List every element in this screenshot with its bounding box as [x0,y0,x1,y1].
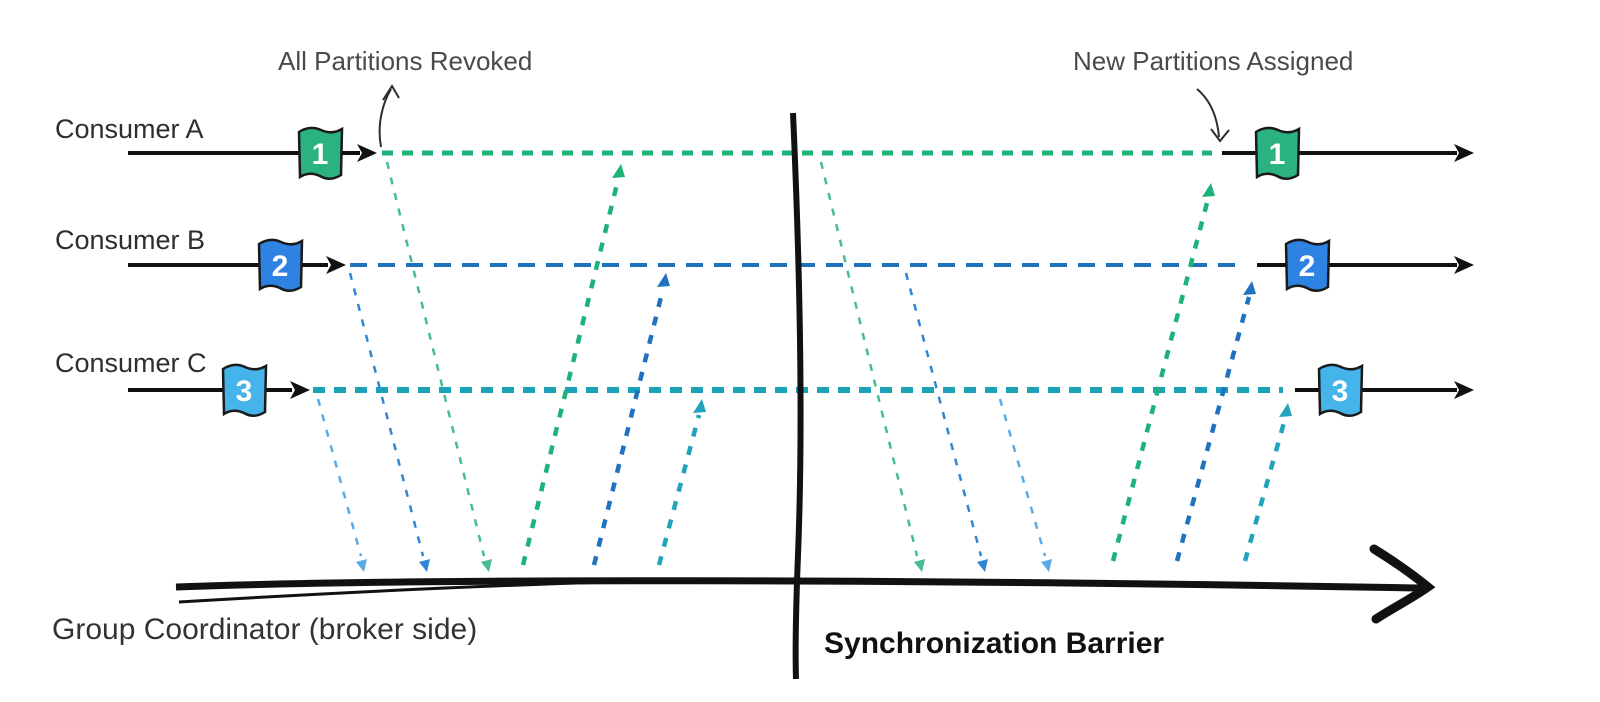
sync-barrier-line [790,112,804,680]
sync-requests-right [819,161,1052,572]
consumer-b-row: Consumer B 2 2 [55,225,1474,292]
consumer-a-row: Consumer A 1 1 [55,114,1474,180]
revoked-annotation-arrow [378,88,392,148]
consumer-b-sync-line [904,272,983,557]
consumer-b-request-arrowhead [419,559,430,572]
consumer-c-assign-line [1242,418,1288,562]
consumer-a-request-line [385,161,486,557]
consumer-b-request-line [348,272,425,557]
consumer-a-response-arrowhead [612,164,625,178]
consumer-a-partition-badge-after [1254,126,1301,180]
consumer-c-response-arrowhead [693,399,706,413]
consumer-c-response-line [656,414,702,566]
consumer-b-arrowhead-after [1454,256,1474,274]
sync-barrier-label: Synchronization Barrier [824,627,1164,660]
consumer-c-request-arrowhead [356,559,367,572]
consumer-a-sync-arrowhead [914,559,925,572]
consumer-a-sync-line [819,161,919,557]
consumer-c-partition-badge-before [221,363,268,417]
consumer-a-partition-number-after: 1 [1269,138,1286,171]
consumer-c-arrowhead-after [1454,381,1474,399]
consumer-c-row: Consumer C 3 3 [55,348,1474,417]
consumer-b-partition-badge-before [257,238,304,292]
consumer-b-label: Consumer B [55,225,205,255]
coordinator-timeline-sketch-stroke [178,580,611,604]
consumer-b-sync-arrowhead [977,559,988,572]
assigned-annotation-arrow [1196,88,1220,138]
assigned-annotation: New Partitions Assigned [1073,46,1353,143]
consumer-b-response-line [591,288,666,566]
assigned-annotation-arrowhead [1210,128,1230,143]
assigned-annotation-label: New Partitions Assigned [1073,46,1353,76]
consumer-b-partition-number-after: 2 [1299,250,1316,283]
consumer-b-partition-badge-after [1284,238,1331,292]
sync-barrier: Synchronization Barrier [790,112,1164,680]
group-coordinator-label: Group Coordinator (broker side) [52,613,477,646]
consumer-c-sync-line [998,398,1047,557]
consumer-a-partition-number-before: 1 [312,138,329,171]
consumer-c-partition-number-after: 3 [1332,375,1349,408]
consumer-b-assign-arrowhead [1243,281,1256,295]
consumer-c-request-line [316,398,363,557]
consumer-a-assign-line [1110,198,1211,562]
consumer-b-assign-line [1174,296,1252,562]
consumer-c-partition-badge-after [1317,363,1364,417]
consumer-c-sync-arrowhead [1041,559,1052,572]
consumer-c-partition-number-before: 3 [236,375,253,408]
consumer-c-arrowhead-before [290,381,310,399]
revoked-annotation: All Partitions Revoked [278,46,532,148]
consumer-a-arrowhead-before [357,144,377,162]
revoked-annotation-label: All Partitions Revoked [278,46,532,76]
consumer-a-request-arrowhead [481,559,492,572]
revoked-annotation-arrowhead [382,84,400,101]
consumer-b-arrowhead-before [326,256,346,274]
consumer-c-label: Consumer C [55,348,207,378]
consumer-b-response-arrowhead [657,273,670,287]
consumer-a-partition-badge-before [297,126,344,180]
coordinator-arrowhead [1369,544,1436,624]
consumer-c-assign-arrowhead [1279,403,1292,417]
consumer-a-label: Consumer A [55,114,204,144]
coordinator-timeline [175,577,1422,592]
join-requests-left [316,161,492,572]
assignments-right [1110,183,1292,562]
consumer-a-response-line [520,179,621,566]
group-coordinator: Group Coordinator (broker side) [52,544,1436,646]
consumer-b-partition-number-before: 2 [272,250,289,283]
responses-left [520,164,706,566]
consumer-a-arrowhead-after [1454,144,1474,162]
consumer-a-assign-arrowhead [1202,183,1215,197]
